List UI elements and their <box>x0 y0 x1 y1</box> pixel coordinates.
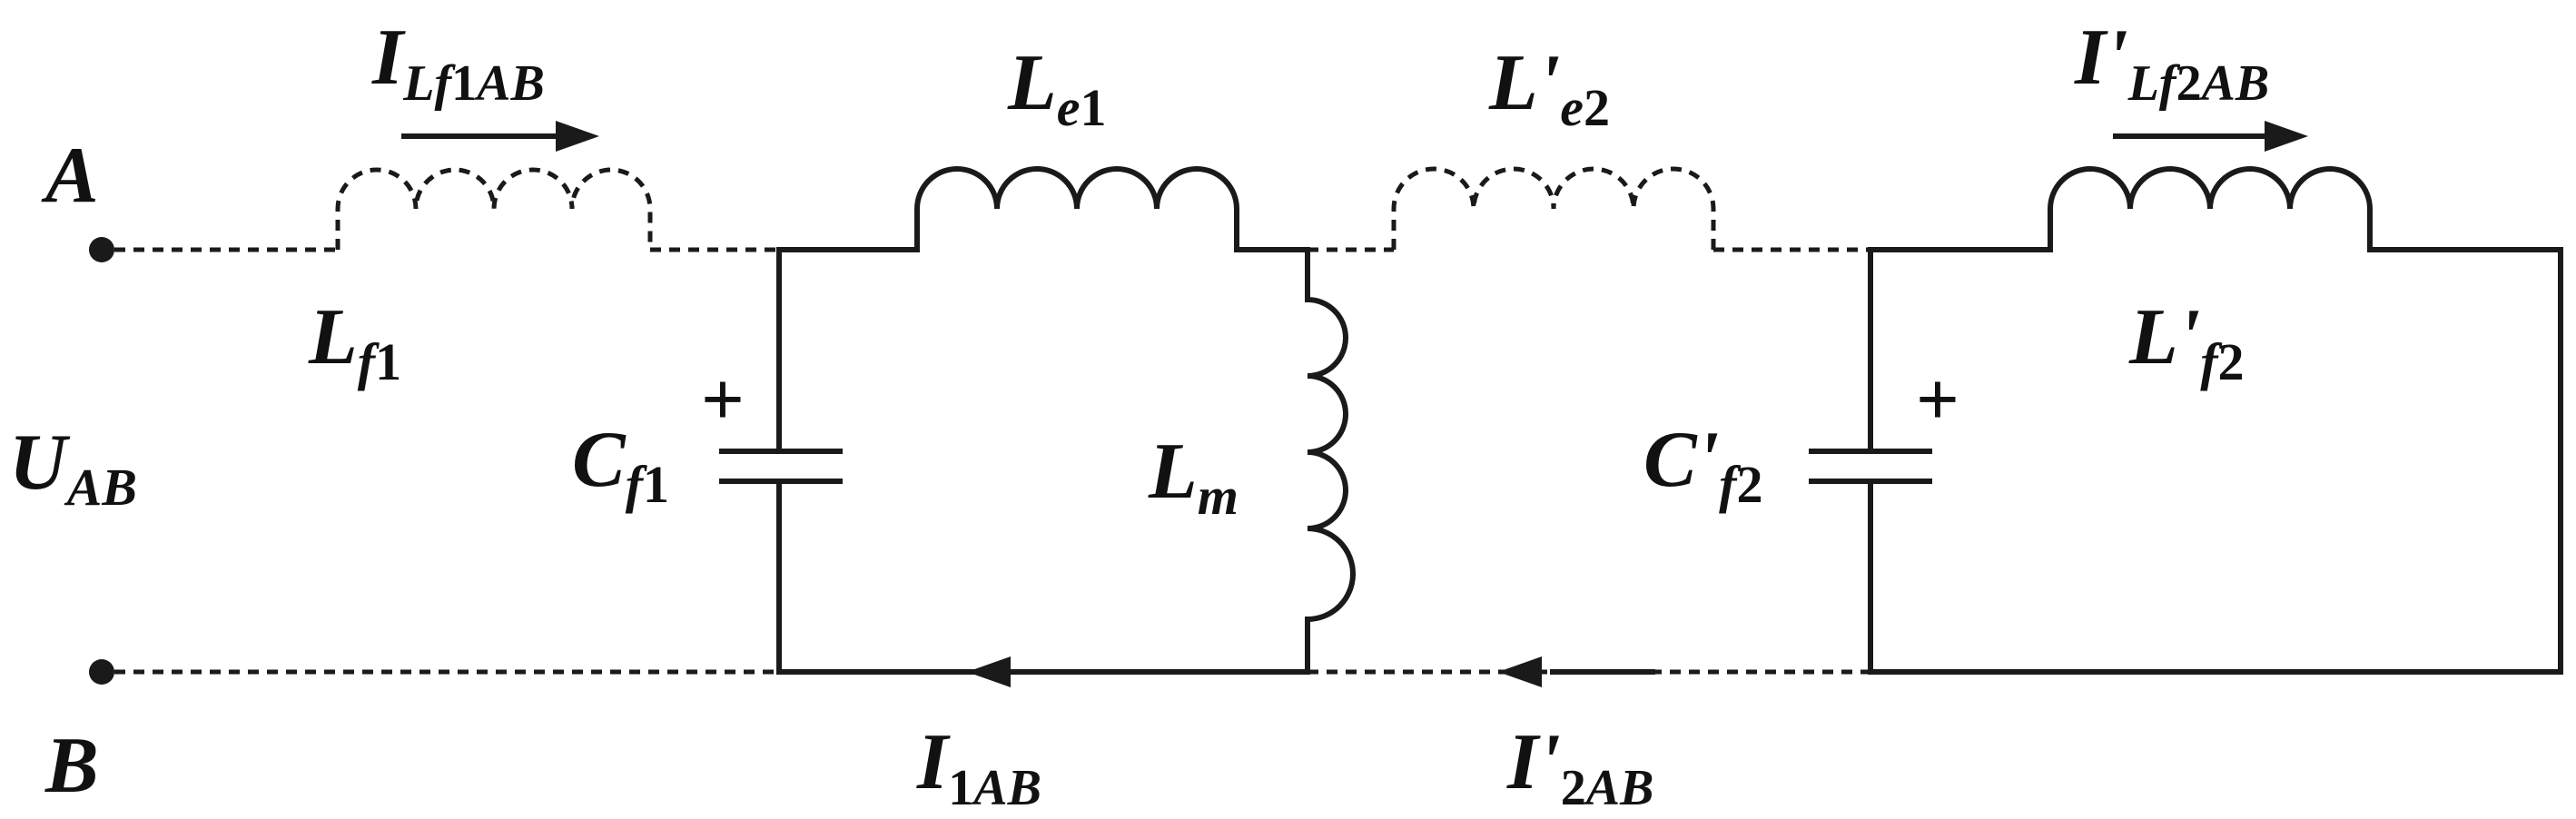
node-label-b: B <box>44 722 99 810</box>
current-label-i-1: I1AB <box>916 718 1041 816</box>
arrow-i-1 <box>967 656 1011 687</box>
current-label-i-lf2: I'Lf2AB <box>2074 14 2269 112</box>
component-label-le2: L'e2 <box>1488 39 1610 137</box>
component-label-le1: Le1 <box>1007 39 1107 137</box>
polarity-plus-cf2: + <box>1916 358 1959 442</box>
arrow-i-lf1 <box>401 121 599 152</box>
terminal-a <box>89 237 114 262</box>
inductor-lm <box>1305 250 1356 672</box>
node-label-a: A <box>41 132 99 220</box>
inductor-lf2 <box>2048 166 2373 250</box>
voltage-label-uab: UAB <box>9 419 137 517</box>
component-label-cf2: C'f2 <box>1643 416 1762 514</box>
terminal-b <box>89 659 114 685</box>
arrow-i-lf2 <box>2113 121 2308 152</box>
inductor-le1 <box>914 166 1239 250</box>
arrow-i-2 <box>1498 656 1655 687</box>
component-label-cf1: Cf1 <box>572 416 669 514</box>
inductor-lf1 <box>335 167 653 250</box>
component-label-lf2: L'f2 <box>2128 293 2245 391</box>
component-label-lf1: Lf1 <box>308 293 401 391</box>
polarity-plus-cf1: + <box>701 358 745 442</box>
current-label-i-lf1: ILf1AB <box>371 14 545 112</box>
component-label-lm: Lm <box>1148 428 1239 526</box>
inductor-le2 <box>1391 166 1716 250</box>
current-label-i-2: I'2AB <box>1506 718 1653 816</box>
